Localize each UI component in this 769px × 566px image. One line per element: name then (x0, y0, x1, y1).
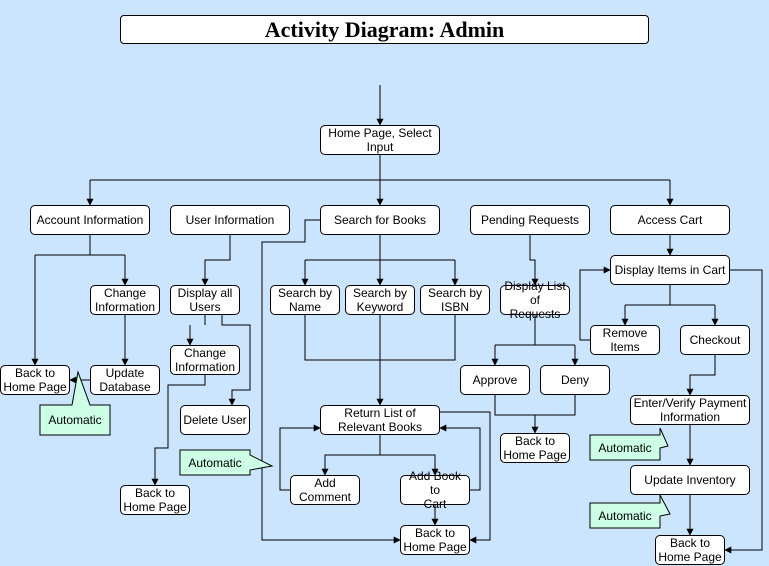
pending-requests: Pending Requests (470, 205, 590, 235)
edge-list-split (321, 435, 381, 476)
automatic-callout-inventory (589, 494, 671, 529)
back-to-home-page-requests: Back to Home Page (500, 433, 570, 463)
remove-items: Remove Items (590, 325, 660, 355)
edge-comment-loop (279, 424, 321, 491)
edge-list-to-back-right (440, 411, 491, 544)
search-for-books: Search for Books (320, 205, 440, 235)
automatic-note-account: Automatic (48, 413, 102, 427)
edge-approve-deny-merge (494, 395, 576, 416)
display-items-in-cart: Display Items in Cart (610, 255, 730, 285)
update-database: Update Database (90, 365, 160, 395)
back-to-home-page-search: Back to Home Page (400, 525, 470, 555)
edge-pending-to-display (529, 235, 539, 286)
automatic-note-payment: Automatic (598, 440, 652, 455)
account-information: Account Information (30, 205, 150, 235)
back-to-home-page-user: Back to Home Page (120, 485, 190, 515)
search-by-name: Search by Name (270, 285, 340, 315)
edge-display-to-delete (221, 315, 251, 406)
edge-addcart-loop (439, 424, 481, 491)
return-list-of-relevant-books: Return List of Relevant Books (320, 405, 440, 435)
display-all-users: Display all Users (170, 285, 240, 315)
edge-remove-loop (579, 266, 611, 341)
search-by-isbn: Search by ISBN (420, 285, 490, 315)
access-cart: Access Cart (610, 205, 730, 235)
back-to-home-page-cart: Back to Home Page (655, 535, 725, 565)
approve: Approve (460, 365, 530, 395)
enter-verify-payment-information: Enter/Verify Payment Information (630, 395, 750, 425)
search-by-keyword: Search by Keyword (345, 285, 415, 315)
user-information: User Information (170, 205, 290, 235)
automatic-callout-payment (589, 427, 669, 461)
display-list-of-requests: Display List of Requests (500, 279, 570, 321)
change-information-account: Change Information (90, 285, 160, 315)
automatic-callout-user (179, 449, 274, 476)
checkout: Checkout (680, 325, 750, 355)
automatic-note-user: Automatic (188, 455, 242, 470)
back-to-home-page-account: Back to Home Page (0, 365, 70, 395)
edge-user-to-display (201, 235, 231, 286)
add-book-to-cart: Add Book to Cart (400, 469, 470, 511)
home-page-select-input: Home Page, Select Input (320, 125, 440, 155)
delete-user: Delete User (180, 405, 250, 435)
update-inventory: Update Inventory (630, 465, 750, 495)
deny: Deny (540, 365, 610, 395)
edge-change-to-back-user (151, 375, 206, 486)
diagram-title: Activity Diagram: Admin (120, 15, 649, 44)
edge-display-to-back-cart (724, 269, 763, 554)
automatic-callout-account (39, 370, 111, 436)
edge-search-to-back-left (261, 219, 401, 544)
add-comment: Add Comment (290, 475, 360, 505)
change-information-user: Change Information (170, 345, 240, 375)
edge-checkout-to-payment (686, 355, 716, 396)
automatic-note-inventory: Automatic (598, 508, 652, 523)
edge-list-to-addcart (380, 454, 439, 476)
